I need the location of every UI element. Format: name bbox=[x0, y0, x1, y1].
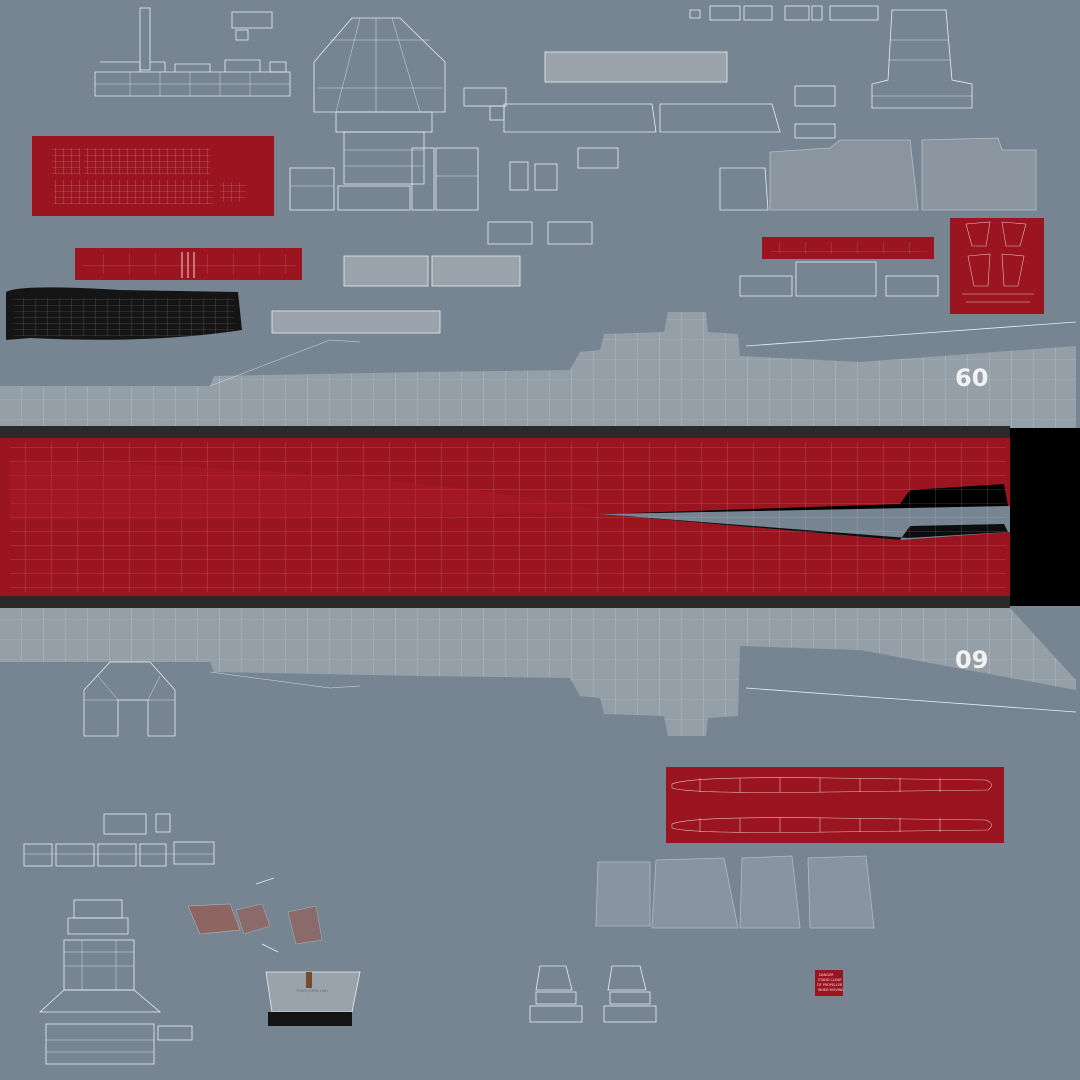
funnel-side-panels bbox=[595, 855, 875, 929]
mast-wireframe-bottom-left bbox=[38, 899, 193, 1065]
hull-upper-superstructure bbox=[0, 312, 1076, 432]
red-propeller-panel bbox=[950, 218, 1044, 314]
red-hull-plate-right bbox=[666, 767, 1004, 843]
warning-label-line-4: WHEN MOVING bbox=[818, 988, 844, 992]
deck-panel-left bbox=[271, 310, 441, 334]
hull-side-panels-right bbox=[719, 137, 1037, 211]
bow-cap-wireframe bbox=[83, 661, 176, 737]
red-strip-left bbox=[75, 248, 302, 280]
stern-piece: TOKYO JAPAN 1961 bbox=[265, 971, 361, 1026]
funnel-wireframe-top-right bbox=[794, 9, 973, 139]
warning-label: DANGER STAND CLEAR OF PROPELLER WHEN MOV… bbox=[815, 970, 844, 996]
superstructure-wire-group-top-left bbox=[94, 7, 291, 97]
hull-number-port: 09 bbox=[955, 646, 988, 674]
red-panel-top-left bbox=[32, 136, 274, 216]
small-panels-right bbox=[739, 261, 1077, 347]
hull-number-starboard: 60 bbox=[955, 364, 988, 392]
small-parts-top-center bbox=[463, 51, 781, 245]
black-keel-piece bbox=[6, 287, 242, 340]
top-strip-pieces bbox=[689, 5, 879, 21]
small-structures-lower-left bbox=[23, 813, 215, 867]
mast-pieces-bottom-center bbox=[529, 965, 657, 1023]
red-panel-top-right bbox=[762, 237, 934, 259]
warning-label-line-3: OF PROPELLER bbox=[817, 983, 843, 987]
propeller-blade-pieces bbox=[187, 877, 323, 953]
warning-label-line-1: DANGER bbox=[819, 973, 834, 977]
hull-red-bottom bbox=[0, 426, 1080, 608]
warning-label-line-2: STAND CLEAR bbox=[818, 978, 842, 982]
hull-lower-superstructure bbox=[0, 608, 1077, 736]
deck-pieces-middle bbox=[343, 255, 521, 287]
stern-plate-text: TOKYO JAPAN 1961 bbox=[295, 989, 328, 993]
bridge-wireframe bbox=[289, 17, 479, 211]
